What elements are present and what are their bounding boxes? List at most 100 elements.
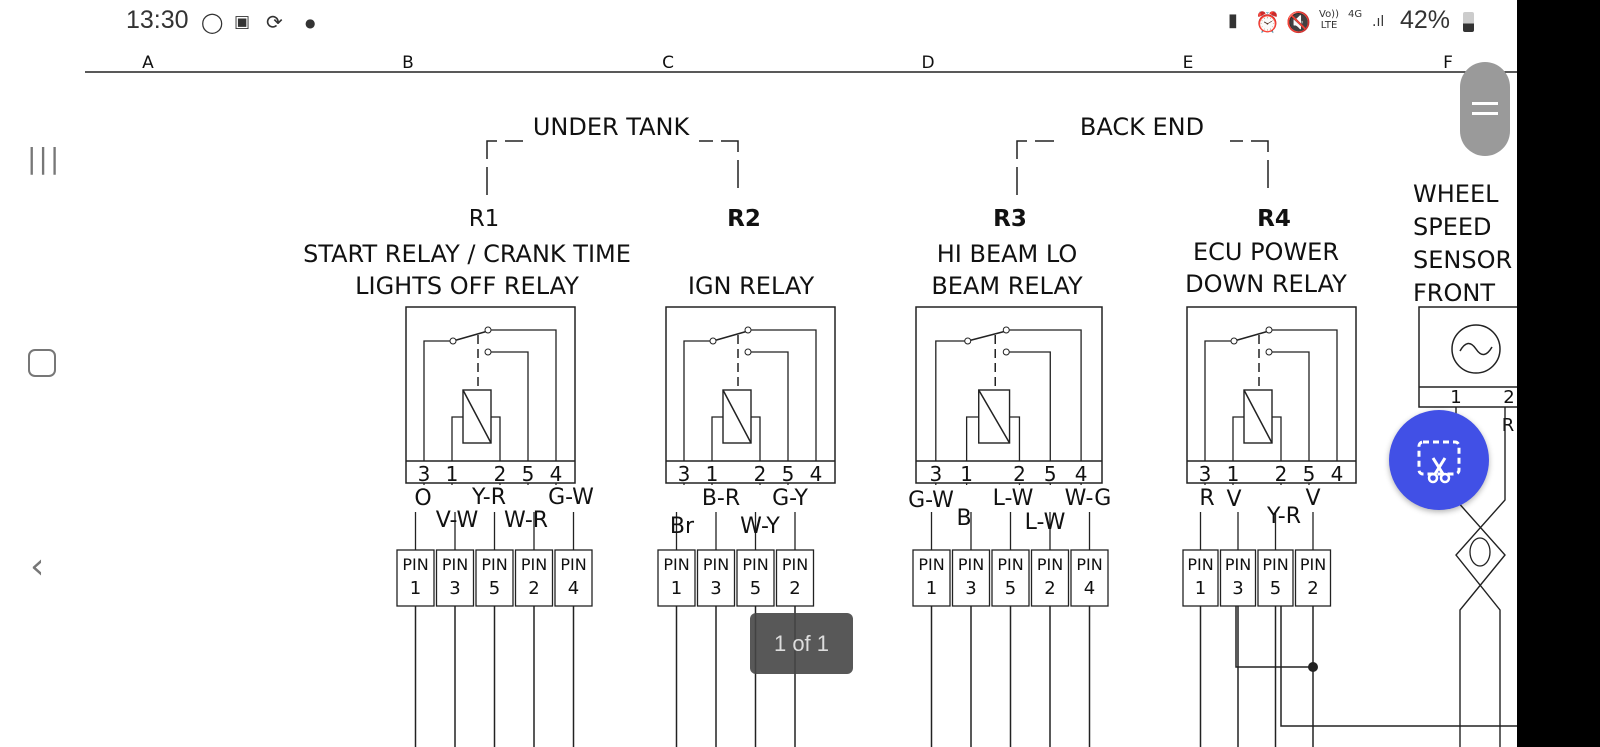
pin-label: PIN	[402, 555, 428, 574]
sensor-title: WHEEL	[1413, 180, 1499, 208]
connector-pin	[1219, 549, 1257, 607]
relay-switch-arm	[712, 330, 749, 342]
signal-icon: .ıl	[1372, 14, 1385, 30]
pin-label: PIN	[1262, 555, 1288, 574]
pin-number: 4	[568, 578, 579, 599]
connector-pin	[1257, 549, 1294, 607]
wire-color-label: O	[414, 486, 431, 511]
pin-label: PIN	[1076, 555, 1102, 574]
relay-wire	[930, 483, 937, 550]
relay-contact-wire	[1272, 329, 1338, 461]
terminal-number: 2	[1013, 462, 1026, 486]
wire-color-label: G-Y	[772, 486, 808, 511]
home-icon[interactable]	[28, 349, 56, 377]
terminal-number: 4	[550, 462, 563, 486]
relay-wire	[1080, 483, 1091, 550]
relay-contact-wire	[751, 329, 817, 461]
wire-color-label: Y-R	[471, 485, 506, 510]
relay-title: ECU POWER	[1193, 238, 1339, 266]
recents-icon[interactable]: |||	[27, 142, 62, 175]
pin-number: 5	[489, 578, 500, 599]
pin-label: PIN	[782, 555, 808, 574]
relay-contact-wire	[423, 340, 453, 461]
wire-color-label: G-W	[908, 488, 954, 513]
relay-wire	[711, 483, 717, 550]
relay-title: START RELAY / CRANK TIME	[303, 240, 631, 268]
terminal-number: 2	[1275, 462, 1288, 486]
relay-contact	[484, 348, 492, 356]
relay-title: HI BEAM LO	[937, 240, 1078, 268]
pin-label: PIN	[560, 555, 586, 574]
dot-icon: ●	[305, 16, 316, 30]
terminal-number: 3	[929, 462, 942, 486]
relay-contact	[744, 348, 752, 356]
terminal-number: 4	[810, 462, 823, 486]
pin-number: 3	[710, 578, 721, 599]
pin-number: 5	[1005, 578, 1016, 599]
screen-edge	[1517, 0, 1600, 747]
wire-color-label: L-W	[993, 486, 1034, 511]
pin-number: 1	[926, 578, 937, 599]
pin-number: 3	[1232, 578, 1243, 599]
pin-number: 2	[1307, 578, 1318, 599]
column-label: D	[921, 53, 934, 73]
terminal-number: 5	[1303, 462, 1316, 486]
relay-title: BEAM RELAY	[931, 272, 1083, 300]
relay-wire	[1274, 483, 1310, 550]
relay-box	[665, 306, 836, 484]
pin-number: 2	[789, 578, 800, 599]
connector-pin	[396, 549, 435, 607]
terminal-number: 2	[494, 462, 507, 486]
back-icon[interactable]: ‹	[30, 546, 45, 587]
relay-coil-wire	[1232, 416, 1282, 461]
wire-color-label: R	[1502, 415, 1515, 436]
relay-wire	[555, 483, 575, 550]
status-time: 13:30	[126, 6, 189, 34]
pin-label: PIN	[1187, 555, 1213, 574]
relay-wire	[1199, 483, 1206, 550]
sine-source-icon	[1451, 324, 1501, 374]
sensor-title: FRONT	[1413, 279, 1495, 307]
relay-box	[915, 306, 1103, 484]
pin-label: PIN	[663, 555, 689, 574]
terminal-number: 1	[1450, 387, 1461, 408]
pin-label: PIN	[1225, 555, 1251, 574]
relay-contact-wire	[1009, 351, 1051, 461]
relay-id: R2	[727, 206, 761, 232]
wire-color-label: Y-R	[1266, 504, 1301, 529]
relay-switch-arm	[967, 330, 1007, 342]
relay-switch-arm	[1233, 330, 1270, 342]
relay-contact-wire	[491, 329, 557, 461]
relay-coil-wire	[711, 416, 761, 461]
alarm-icon: ⏰	[1255, 10, 1280, 34]
terminal-number: 1	[706, 462, 719, 486]
fast-scroll-handle[interactable]	[1460, 62, 1510, 156]
relay-coil-diagonal	[1243, 389, 1273, 444]
relay-coil-wire	[965, 416, 1021, 461]
relay-wire	[414, 483, 425, 550]
wire-color-label: Br	[670, 514, 695, 539]
group-label: UNDER TANK	[533, 113, 691, 141]
connector-pin	[951, 549, 991, 607]
terminal-number: 5	[522, 462, 535, 486]
group-bracket	[1016, 140, 1269, 195]
relay-wire	[451, 483, 456, 550]
terminal-number: 3	[678, 462, 691, 486]
relay-id: R3	[993, 206, 1027, 232]
sensor-title: SENSOR	[1413, 246, 1512, 274]
smart-select-capture-button[interactable]	[1389, 410, 1489, 510]
battery-icon	[1463, 12, 1474, 32]
relay-contact-wire	[751, 351, 789, 461]
column-label: B	[402, 53, 414, 73]
pin-label: PIN	[742, 555, 768, 574]
relay-switch-arm	[452, 330, 489, 342]
group-bracket	[486, 140, 739, 195]
pin-number: 2	[528, 578, 539, 599]
connector-pin	[696, 549, 736, 607]
relay-contact	[1002, 326, 1010, 334]
relay-wire	[527, 483, 535, 550]
relay-wire	[1009, 483, 1021, 550]
group-label: BACK END	[1080, 113, 1204, 141]
connector-pin	[657, 549, 696, 607]
